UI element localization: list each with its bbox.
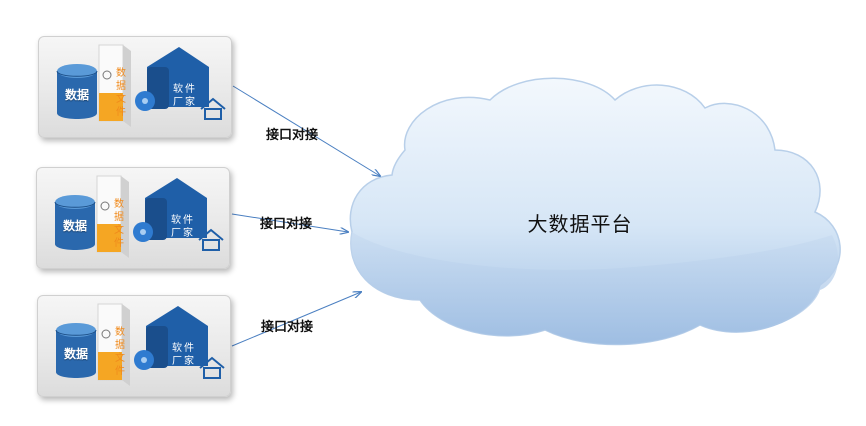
software-label: 软件厂家 xyxy=(172,343,196,367)
source-card-3: 数据 数据文件 软件厂家 xyxy=(37,295,231,397)
connector-label-2: 接口对接 xyxy=(260,217,313,232)
database-icon xyxy=(56,64,98,119)
document-icon xyxy=(98,44,131,127)
source-card-1: 数据 数据文件 软件厂家 xyxy=(38,36,232,138)
connector-label-3: 接口对接 xyxy=(261,320,314,335)
document-icon xyxy=(96,175,129,258)
connector-label-1: 接口对接 xyxy=(266,128,319,143)
software-package-icon xyxy=(134,306,208,370)
database-icon xyxy=(54,195,96,250)
document-icon xyxy=(97,303,130,386)
software-label: 软件厂家 xyxy=(171,215,195,239)
home-icon xyxy=(200,97,226,120)
database-label: 数据 xyxy=(64,88,89,102)
software-package-icon xyxy=(135,47,209,111)
arrow-2 xyxy=(231,213,348,232)
software-package-icon xyxy=(133,178,207,242)
software-label: 软件厂家 xyxy=(173,84,197,108)
database-label: 数据 xyxy=(63,347,88,361)
document-label: 数据文件 xyxy=(115,327,125,377)
database-label: 数据 xyxy=(62,219,87,233)
home-icon xyxy=(198,228,224,251)
database-icon xyxy=(55,323,97,378)
cloud-title: 大数据平台 xyxy=(527,212,633,236)
arrow-1 xyxy=(232,85,380,176)
home-icon xyxy=(199,356,225,379)
document-label: 数据文件 xyxy=(114,199,124,249)
document-label: 数据文件 xyxy=(116,68,126,118)
source-card-2: 数据 数据文件 软件厂家 xyxy=(36,167,230,269)
arrow-3 xyxy=(231,292,361,347)
